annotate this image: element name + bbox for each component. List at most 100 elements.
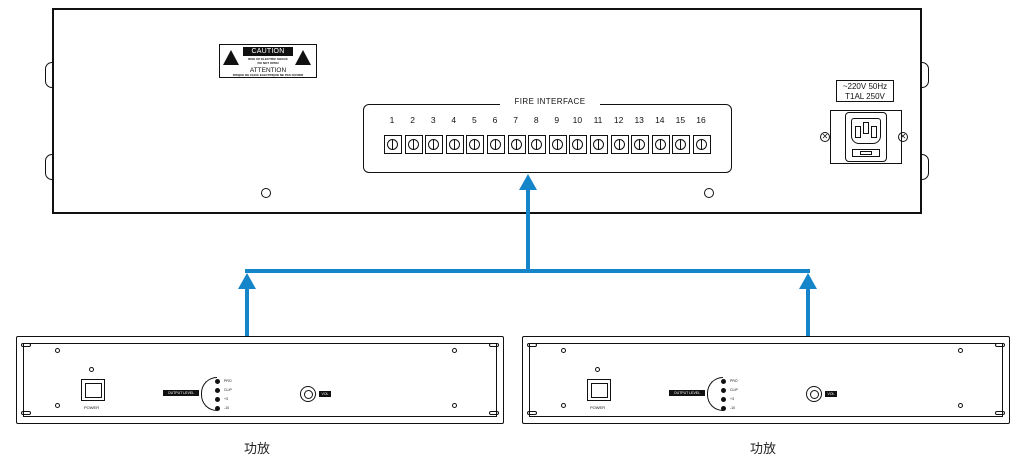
warning-triangle-icon <box>223 50 239 65</box>
led-label: +3 <box>730 397 734 401</box>
pin-icon <box>855 126 861 138</box>
rack-slot <box>527 343 537 347</box>
led-label: PRO <box>224 379 232 383</box>
led-label: PRO <box>730 379 738 383</box>
screw-icon: ✕ <box>898 132 908 142</box>
terminal-screw-block[interactable] <box>672 135 691 154</box>
rack-slot <box>21 411 31 415</box>
terminal-screw-block[interactable] <box>445 135 464 154</box>
screw-icon <box>407 139 419 150</box>
terminal-number: 14 <box>655 115 665 125</box>
panel-screw <box>452 403 457 408</box>
terminal-screw-block[interactable] <box>693 135 711 154</box>
volume-knob[interactable] <box>300 386 316 402</box>
terminal-number: 15 <box>675 115 686 125</box>
power-button[interactable] <box>587 379 611 401</box>
terminal-number: 2 <box>410 115 415 125</box>
pin-icon <box>871 126 877 138</box>
rack-slot <box>21 343 31 347</box>
fuse-drawer[interactable] <box>852 149 880 157</box>
terminal-number: 1 <box>389 115 395 125</box>
terminal-number: 11 <box>593 115 603 125</box>
volume-knob[interactable] <box>806 386 822 402</box>
panel-screw <box>561 403 566 408</box>
panel-screw <box>452 348 457 353</box>
terminal-screw-block[interactable] <box>548 135 567 154</box>
terminal-screw-block[interactable] <box>631 135 650 154</box>
fuse-icon <box>860 151 872 155</box>
fire-interface-title: FIRE INTERFACE <box>500 97 600 106</box>
terminal-screw-block[interactable] <box>610 135 629 154</box>
amplifier-caption: 功放 <box>750 441 777 456</box>
arrow-up-from-amp-2 <box>799 273 817 289</box>
screw-icon <box>510 139 522 150</box>
led-indicator <box>215 397 220 402</box>
terminal-screw-block[interactable] <box>404 135 423 154</box>
terminal-number: 8 <box>533 115 539 125</box>
led-label: CLIP <box>224 388 232 392</box>
output-level-label: OUTPUT LEVEL <box>163 390 199 396</box>
led-indicator <box>721 397 726 402</box>
screw-icon <box>572 139 584 150</box>
connector-horizontal-line <box>245 269 810 273</box>
voltage-text: ~220V 50Hz <box>842 82 888 91</box>
iec-power-socket[interactable] <box>845 112 887 162</box>
screw-icon <box>428 139 440 150</box>
screw-icon: ✕ <box>820 132 830 142</box>
terminal-number: 9 <box>554 115 560 125</box>
terminal-number: 10 <box>572 115 583 125</box>
fire-interface-rear-panel <box>52 8 922 214</box>
screw-icon <box>469 139 481 150</box>
mounting-hole <box>261 188 271 198</box>
led-indicator <box>215 388 220 393</box>
vol-label: VOL <box>319 391 331 397</box>
led-indicator <box>721 388 726 393</box>
connector-amp-1-line <box>245 288 249 336</box>
led-indicator <box>215 406 220 411</box>
terminal-screw-block[interactable] <box>384 135 402 154</box>
screw-icon <box>696 139 707 150</box>
power-indicator <box>595 367 600 372</box>
screw-icon <box>531 139 543 150</box>
screw-icon <box>654 139 666 150</box>
power-indicator <box>89 367 94 372</box>
panel-screw <box>958 348 963 353</box>
amplifier-caption: 功放 <box>244 441 271 456</box>
panel-inner-frame <box>23 343 497 417</box>
terminal-screw-block[interactable] <box>569 135 588 154</box>
terminal-number: 16 <box>696 115 706 125</box>
connector-trunk-line <box>526 189 530 272</box>
power-label: POWER <box>84 405 100 410</box>
pin-icon <box>863 122 869 134</box>
mounting-hole <box>704 188 714 198</box>
terminal-screw-block[interactable] <box>466 135 485 154</box>
caution-text: CAUTION <box>243 47 293 56</box>
arrow-up-from-amp-1 <box>238 273 256 289</box>
panel-screw <box>561 348 566 353</box>
screw-icon <box>490 139 501 150</box>
led-indicator <box>721 379 726 384</box>
attention-line: RISQUE DE CHOC ELECTRIQUE NE PAS OUVRIR <box>232 73 304 77</box>
rack-slot <box>995 343 1005 347</box>
terminal-screw-block[interactable] <box>487 135 505 154</box>
screw-icon <box>448 139 460 150</box>
panel-screw <box>958 403 963 408</box>
terminal-number: 6 <box>492 115 498 125</box>
caution-line-1: RISK OF ELECTRIC SHOCK <box>248 57 288 61</box>
terminal-screw-block[interactable] <box>528 135 547 154</box>
terminal-screw-block[interactable] <box>590 135 608 154</box>
exclamation-triangle-icon <box>295 50 311 65</box>
terminal-screw-block[interactable] <box>507 135 526 154</box>
output-level-label: OUTPUT LEVEL <box>669 390 705 396</box>
led-label: -10 <box>730 406 736 410</box>
rack-slot <box>489 411 499 415</box>
led-indicator <box>215 379 220 384</box>
vol-label: VOL <box>825 391 837 397</box>
led-label: +3 <box>224 397 228 401</box>
terminal-screw-block[interactable] <box>425 135 444 154</box>
terminal-number: 13 <box>634 115 644 125</box>
power-button[interactable] <box>81 379 105 401</box>
caution-label: CAUTION RISK OF ELECTRIC SHOCK DO NOT OP… <box>219 44 317 78</box>
terminal-screw-block[interactable] <box>651 135 670 154</box>
